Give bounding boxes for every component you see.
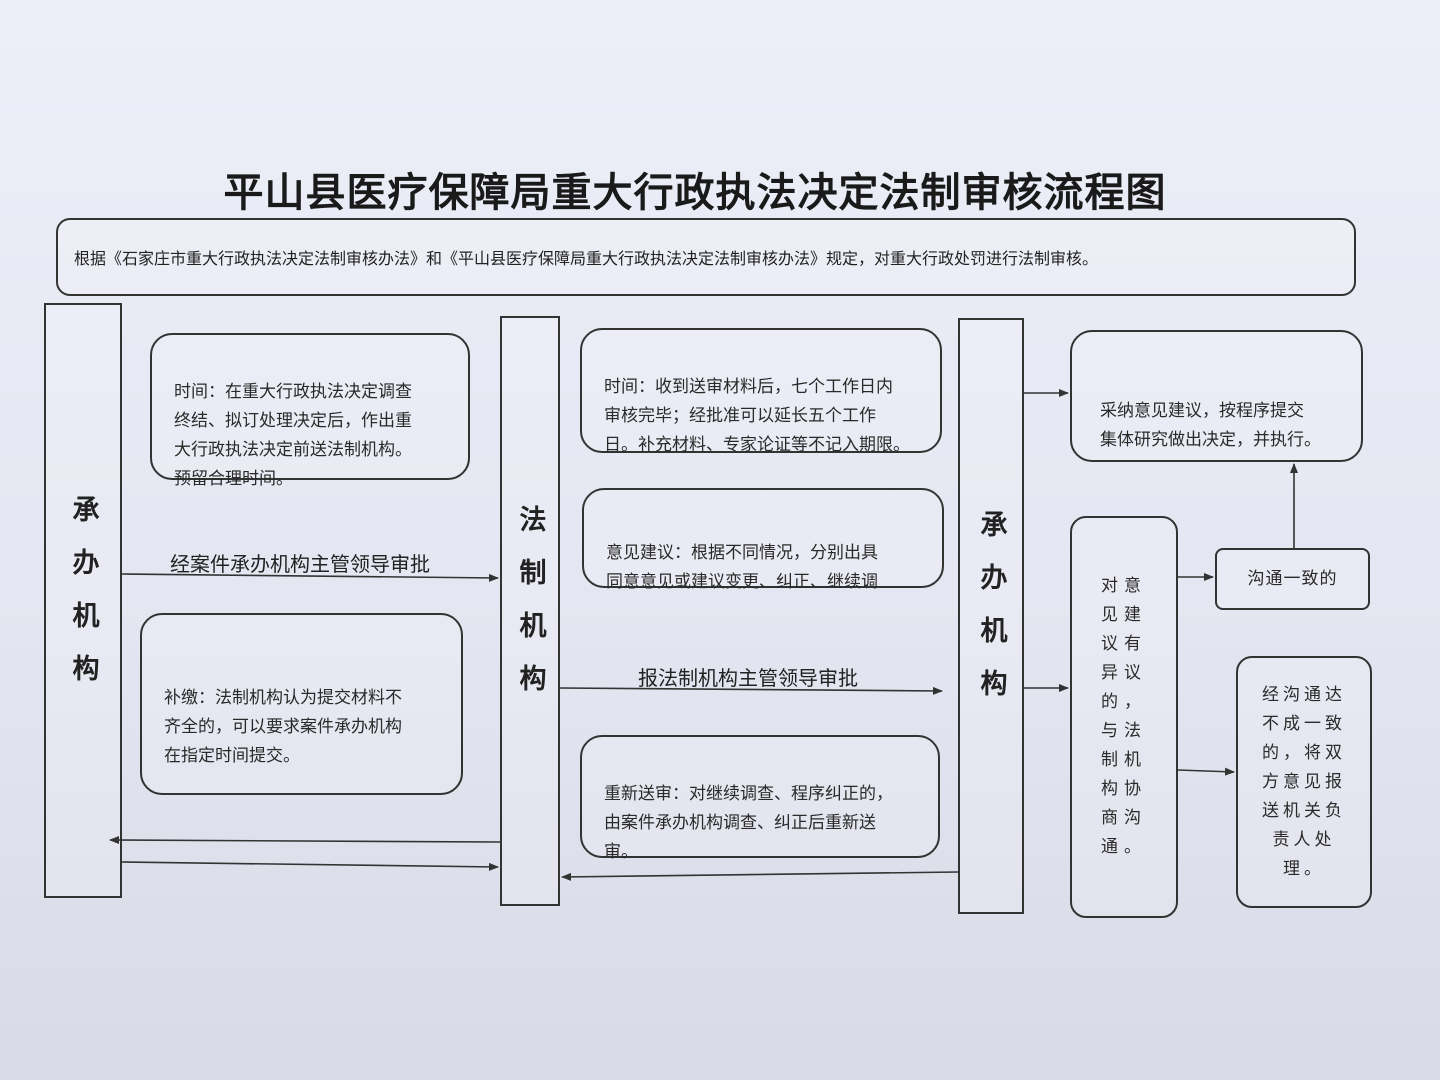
column-handling-agency-left: 承办机构 [44, 303, 122, 898]
diagram-title: 平山县医疗保障局重大行政执法决定法制审核流程图 [223, 170, 1167, 216]
label-leader-approve-handling: 经案件承办机构主管领导审批 [170, 552, 430, 576]
note-adopt-text: 采纳意见建议，按程序提交 集体研究做出决定，并执行。 [1100, 401, 1321, 450]
arrow-consult-to-escalate [1177, 767, 1235, 776]
arrow-handling-to-legal [121, 573, 499, 582]
note-supplement-text: 补缴：法制机构认为提交材料不 齐全的，可以要求案件承办机构 在指定时间提交。 [164, 688, 402, 766]
arrow-handling-right-to-legal [561, 871, 959, 881]
note-escalate: 经沟通达 不成一致 的，将双 方意见报 送机关负 责人处 理。 [1236, 656, 1372, 908]
column-handling-agency-right: 承办机构 [958, 318, 1024, 914]
note-consult: 对意 见建 议有 异议 的， 与法 制机 构协 商沟 通。 [1070, 516, 1178, 918]
note-opinion-text: 意见建议：根据不同情况，分别出具 同意意见或建议变更、纠正、继续调 [606, 543, 878, 592]
note-time-review: 时间：收到送审材料后，七个工作日内 审核完毕；经批准可以延长五个工作 日。补充材… [580, 328, 942, 455]
intro-text: 根据《石家庄市重大行政执法决定法制审核办法》和《平山县医疗保障局重大行政执法决定… [74, 249, 1099, 268]
column-label-left: 承办机构 [67, 494, 99, 707]
note-agreed-text: 沟通一致的 [1247, 568, 1338, 589]
note-time-review-text: 时间：收到送审材料后，七个工作日内 审核完毕；经批准可以延长五个工作 日。补充材… [604, 377, 910, 455]
note-time-submit: 时间：在重大行政执法决定调查 终结、拟订处理决定后，作出重 大行政执法决定前送法… [150, 333, 470, 489]
label-leader-approve-legal: 报法制机构主管领导审批 [638, 666, 858, 690]
note-adopt: 采纳意见建议，按程序提交 集体研究做出决定，并执行。 [1070, 330, 1363, 462]
column-label-right: 承办机构 [975, 510, 1007, 722]
note-resubmit-text: 重新送审：对继续调查、程序纠正的， 由案件承办机构调查、纠正后重新送 审。 [604, 784, 893, 862]
note-opinion: 意见建议：根据不同情况，分别出具 同意意见或建议变更、纠正、继续调 [582, 488, 944, 592]
note-agreed: 沟通一致的 [1215, 548, 1370, 610]
arrow-legal-to-handling-left [109, 836, 501, 845]
note-consult-text: 对意 见建 议有 异议 的， 与法 制机 构协 商沟 通。 [1101, 576, 1147, 857]
column-legal-agency: 法制机构 [500, 316, 560, 906]
note-time-submit-text: 时间：在重大行政执法决定调查 终结、拟订处理决定后，作出重 大行政执法决定前送法… [174, 382, 412, 489]
note-supplement: 补缴：法制机构认为提交材料不 齐全的，可以要求案件承办机构 在指定时间提交。 [140, 613, 463, 795]
note-resubmit: 重新送审：对继续调查、程序纠正的， 由案件承办机构调查、纠正后重新送 审。 [580, 735, 940, 862]
column-label-middle: 法制机构 [514, 505, 546, 717]
intro-box: 根据《石家庄市重大行政执法决定法制审核办法》和《平山县医疗保障局重大行政执法决定… [56, 218, 1356, 296]
note-escalate-text: 经沟通达 不成一致 的，将双 方意见报 送机关负 责人处 理。 [1262, 684, 1346, 879]
arrow-handling-resubmit [121, 861, 499, 871]
arrow-legal-to-handling-right [559, 686, 943, 695]
